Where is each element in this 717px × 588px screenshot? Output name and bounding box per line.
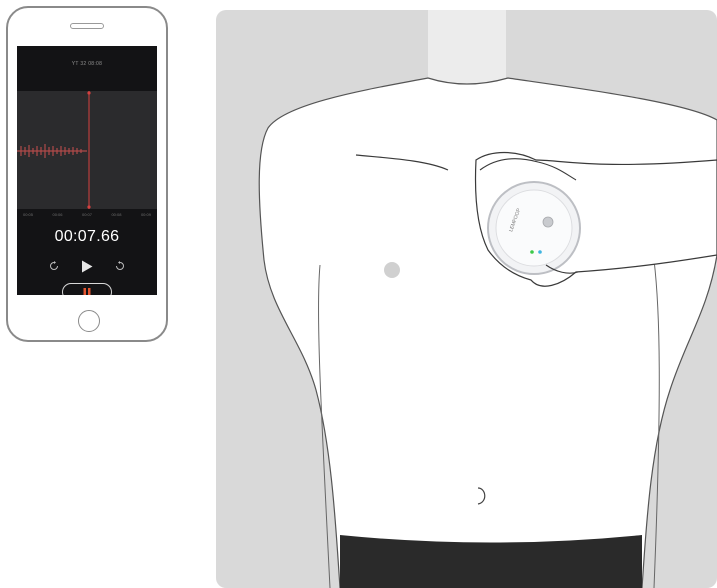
playback-controls [17, 257, 157, 275]
waveform-svg [17, 91, 157, 209]
recorder-screen: YT 32 08:08 [17, 46, 157, 295]
timeline-tick: 00:05 [23, 212, 33, 220]
nipple-left [384, 262, 400, 278]
status-bar: YT 32 08:08 [17, 46, 157, 81]
timeline-tick: 00:07 [82, 212, 92, 220]
forward-icon[interactable] [113, 257, 127, 275]
shorts [340, 535, 642, 588]
device-face [496, 190, 572, 266]
recording-timer: 00:07.66 [17, 228, 157, 246]
timeline-ticks: 00:05 00:06 00:07 00:08 00:09 [17, 212, 157, 220]
neck-shape [428, 10, 506, 84]
timeline-tick: 00:06 [52, 212, 62, 220]
home-button[interactable] [78, 310, 100, 332]
waveform [17, 144, 87, 158]
rewind-icon[interactable] [47, 257, 61, 275]
led-green [530, 250, 534, 254]
waveform-panel[interactable] [17, 91, 157, 209]
device-button [543, 217, 553, 227]
phone-mockup: YT 32 08:08 [6, 6, 168, 342]
chest-illustration: LEMFOOP [216, 10, 717, 588]
playhead-bottom-dot [87, 205, 90, 208]
pause-icon [83, 288, 91, 296]
play-icon[interactable] [79, 257, 95, 275]
phone-earpiece [70, 23, 104, 29]
status-text: YT 32 08:08 [72, 61, 102, 67]
playhead-top-dot [87, 91, 90, 94]
pause-button[interactable] [62, 283, 112, 295]
timeline-tick: 00:08 [111, 212, 121, 220]
led-cyan [538, 250, 542, 254]
timeline-tick: 00:09 [141, 212, 151, 220]
